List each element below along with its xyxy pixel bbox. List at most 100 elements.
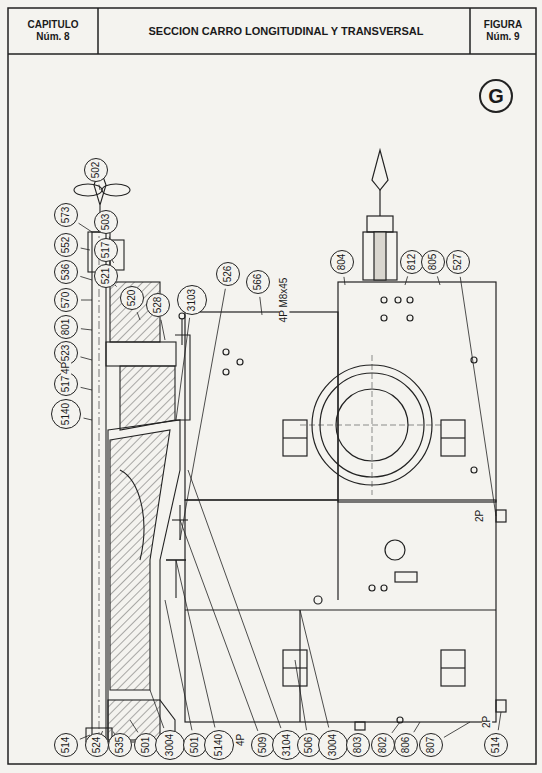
leader-line xyxy=(81,248,90,250)
callout-number: 801 xyxy=(54,315,78,339)
node-text: 3004 xyxy=(165,734,175,756)
leader-line xyxy=(99,185,100,190)
node-text: 514 xyxy=(491,737,501,754)
callout-number: 552 xyxy=(54,233,78,257)
callout-number: 807 xyxy=(419,733,443,757)
node-text: 552 xyxy=(61,237,71,254)
leader-line xyxy=(81,300,92,301)
leader-line xyxy=(112,260,114,263)
node-text: 573 xyxy=(61,207,71,224)
callout-number: 514 xyxy=(484,733,508,757)
node-text: 801 xyxy=(61,319,71,336)
node-text: 521 xyxy=(101,268,111,285)
callout-number: 520 xyxy=(120,286,144,310)
node-text: 3103 xyxy=(187,289,197,311)
callout-number: 806 xyxy=(394,733,418,757)
callout-number: 536 xyxy=(54,260,78,284)
leader-line xyxy=(405,276,408,285)
node-text: 806 xyxy=(401,737,411,754)
callout-number: 570 xyxy=(54,288,78,312)
callout-number: 503 xyxy=(94,210,118,234)
node-text: Núm. 9 xyxy=(486,31,519,43)
node-text: 5140 xyxy=(214,734,224,756)
leader-line xyxy=(115,285,117,287)
callout-number: 5140 xyxy=(204,730,234,760)
callout-number: 521 xyxy=(94,264,118,288)
callout-number: 802 xyxy=(371,733,395,757)
node-text: 527 xyxy=(453,254,463,271)
node-text: 3004 xyxy=(328,734,338,756)
note-label: 4P xyxy=(61,361,71,375)
node-text: 517 xyxy=(101,242,111,259)
callout-number: 528 xyxy=(146,293,170,317)
node-text: 536 xyxy=(61,264,71,281)
node-text: 501 xyxy=(190,737,200,754)
node-text: 807 xyxy=(426,737,436,754)
node-text: 566 xyxy=(253,274,263,291)
leader-line xyxy=(180,520,258,731)
leader-line xyxy=(180,289,225,540)
leader-line xyxy=(460,277,496,516)
node-text: 524 xyxy=(92,737,102,754)
leader-line xyxy=(84,418,92,420)
node-text: 526 xyxy=(223,266,233,283)
leader-line xyxy=(188,470,281,728)
node-text: Núm. 8 xyxy=(36,31,69,43)
note-label: 2P xyxy=(475,509,485,523)
leader-line xyxy=(414,722,420,732)
node-text: 523 xyxy=(61,345,71,362)
callout-number: 3004 xyxy=(318,730,348,760)
node-text: G xyxy=(488,86,504,106)
node-text: 535 xyxy=(115,737,125,754)
leader-line xyxy=(150,690,164,728)
leader-line xyxy=(344,277,345,285)
node-text: 514 xyxy=(61,737,71,754)
header-cell: FIGURANúm. 9 xyxy=(472,10,534,52)
header-cell: CAPITULONúm. 8 xyxy=(10,10,96,52)
leader-line xyxy=(359,730,360,731)
node-text: 5140 xyxy=(61,403,71,425)
leader-line xyxy=(392,722,400,733)
node-text: FIGURA xyxy=(484,19,522,31)
leader-line xyxy=(295,660,307,730)
leader-line xyxy=(444,722,470,737)
leader-line xyxy=(300,610,329,728)
callout-number: 517 xyxy=(54,372,78,396)
leader-line xyxy=(81,387,92,390)
leader-line xyxy=(80,276,92,280)
node-text: 503 xyxy=(101,214,111,231)
leader-line xyxy=(165,600,192,730)
leader-line xyxy=(176,318,190,420)
callout-number: 803 xyxy=(346,733,370,757)
node-text: CAPITULO xyxy=(27,19,78,31)
note-label: 2P xyxy=(482,715,492,729)
callout-number: 3103 xyxy=(177,285,207,315)
node-text: 501 xyxy=(141,737,151,754)
callout-number: 526 xyxy=(216,262,240,286)
callout-number: 517 xyxy=(94,238,118,262)
callout-number: 3004 xyxy=(155,730,185,760)
node-text: 3104 xyxy=(282,734,292,756)
leader-line xyxy=(260,297,262,315)
note-label: 4P xyxy=(236,733,246,747)
node-text: 517 xyxy=(61,376,71,393)
leader-line xyxy=(79,223,92,232)
node-text: 570 xyxy=(61,292,71,309)
callout-number: 573 xyxy=(54,203,78,227)
leader-line xyxy=(161,320,165,340)
leader-line xyxy=(80,357,92,360)
callout-number: 524 xyxy=(85,733,109,757)
callout-number: 535 xyxy=(108,733,132,757)
leader-line xyxy=(130,720,138,732)
callout-number: 502 xyxy=(84,158,108,182)
node-text: 509 xyxy=(258,737,268,754)
node-text: 520 xyxy=(127,290,137,307)
node-text: 803 xyxy=(353,737,363,754)
leader-line xyxy=(137,312,140,320)
node-text: 528 xyxy=(153,297,163,314)
node-text: 506 xyxy=(304,737,314,754)
callout-number: 804 xyxy=(330,250,354,274)
node-text: 804 xyxy=(337,254,347,271)
